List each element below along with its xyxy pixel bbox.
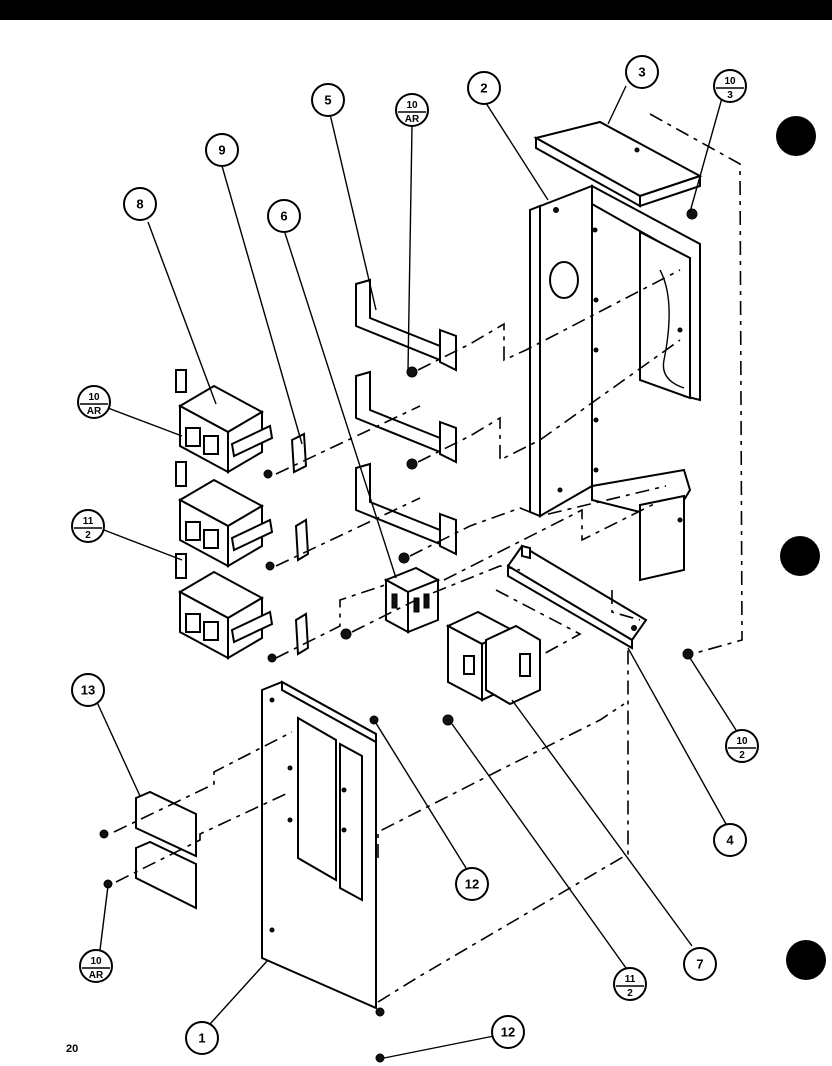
callout-3-label: 3 [638,65,645,80]
fraction-11-2-bottom-denominator: 2 [627,988,633,999]
part-13-cover-plates [135,790,197,910]
fraction-callout-11-2-left: 11 2 [71,509,105,543]
fraction-10-ar-bottom-denominator: AR [89,970,104,981]
fraction-10-ar-top-numerator: 10 [406,100,418,111]
fraction-callout-10-ar-bottom: 10 AR [79,949,113,983]
part-4-rail [506,544,648,650]
callout-5-label: 5 [324,93,331,108]
binder-hole-top [776,116,816,156]
fraction-callout-10-ar-top: 10 AR [395,93,429,127]
fraction-10-3-numerator: 10 [724,76,736,87]
callout-12-lower-label: 12 [501,1025,515,1040]
fraction-10-ar-top-denominator: AR [405,114,420,125]
fraction-10-ar-bottom-numerator: 10 [90,956,102,967]
fraction-10-ar-left-denominator: AR [87,406,102,417]
callout-13: 13 [71,673,105,707]
fraction-10-2-numerator: 10 [736,736,748,747]
callout-7: 7 [683,947,717,981]
callout-5: 5 [311,83,345,117]
callout-13-label: 13 [81,683,95,698]
part-2-back-panel [528,184,701,582]
fraction-callout-10-2: 10 2 [725,729,759,763]
callout-1-label: 1 [198,1031,205,1046]
callout-9: 9 [205,133,239,167]
callout-6-label: 6 [280,209,287,224]
page-number: 20 [66,1043,78,1055]
top-scan-border [0,0,832,20]
callout-4-label: 4 [726,833,734,848]
callout-2-label: 2 [480,81,487,96]
callout-3: 3 [625,55,659,89]
leader-lines [95,85,737,1059]
fraction-11-2-left-numerator: 11 [83,516,94,527]
fraction-11-2-left-denominator: 2 [85,530,91,541]
binder-hole-middle [780,536,820,576]
callout-9-label: 9 [218,143,225,158]
part-1-front-panel [261,680,377,1010]
fraction-callout-10-3: 10 3 [713,69,747,103]
callout-8: 8 [123,187,157,221]
part-3-top-cover [533,120,703,208]
callout-6: 6 [267,199,301,233]
part-8-contactors [175,369,274,660]
callout-8-label: 8 [136,197,143,212]
fraction-callout-11-2-bottom: 11 2 [613,967,647,1001]
callout-12-upper-label: 12 [465,877,479,892]
callout-1: 1 [185,1021,219,1055]
fraction-10-2-denominator: 2 [739,750,745,761]
part-9-clips [290,432,310,656]
screws [99,208,698,1063]
callout-12-lower: 12 [491,1015,525,1049]
callout-4: 4 [713,823,747,857]
callout-7-label: 7 [696,957,703,972]
binder-hole-bottom [786,940,826,980]
part-7-relay [445,610,541,706]
fraction-callout-10-ar-left: 10 AR [77,385,111,419]
callout-12-upper: 12 [455,867,489,901]
callout-2: 2 [467,71,501,105]
part-5-brackets [355,278,457,556]
fraction-10-ar-left-numerator: 10 [88,392,100,403]
part-6-terminal-block [383,566,441,634]
fraction-11-2-bottom-numerator: 11 [625,974,636,985]
fraction-10-3-denominator: 3 [727,90,733,101]
assembly-dashed-lines [113,113,743,1003]
